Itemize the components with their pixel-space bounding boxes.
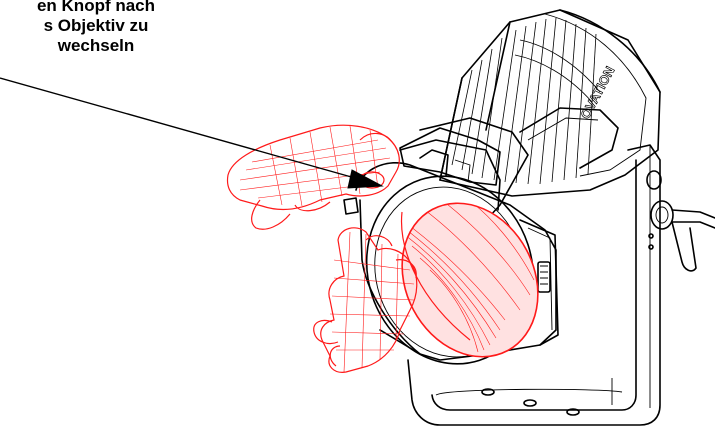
yoke-lock-knob xyxy=(646,170,715,272)
instruction-line-2: s Objektiv zu xyxy=(43,16,149,35)
yoke-bracket xyxy=(407,144,661,426)
fixture-housing: OVATION xyxy=(439,9,661,197)
lens-highlight xyxy=(394,197,539,358)
callout-arrow xyxy=(0,77,384,189)
instruction-line-1: en Knopf nach xyxy=(36,0,156,15)
instruction-callout: en Knopf nach s Objektiv zu wechseln xyxy=(0,0,194,56)
hand-lower-highlight xyxy=(313,227,418,373)
cooling-fins xyxy=(451,17,601,185)
instruction-line-3: wechseln xyxy=(57,36,135,55)
hand-upper-highlight xyxy=(226,124,400,230)
